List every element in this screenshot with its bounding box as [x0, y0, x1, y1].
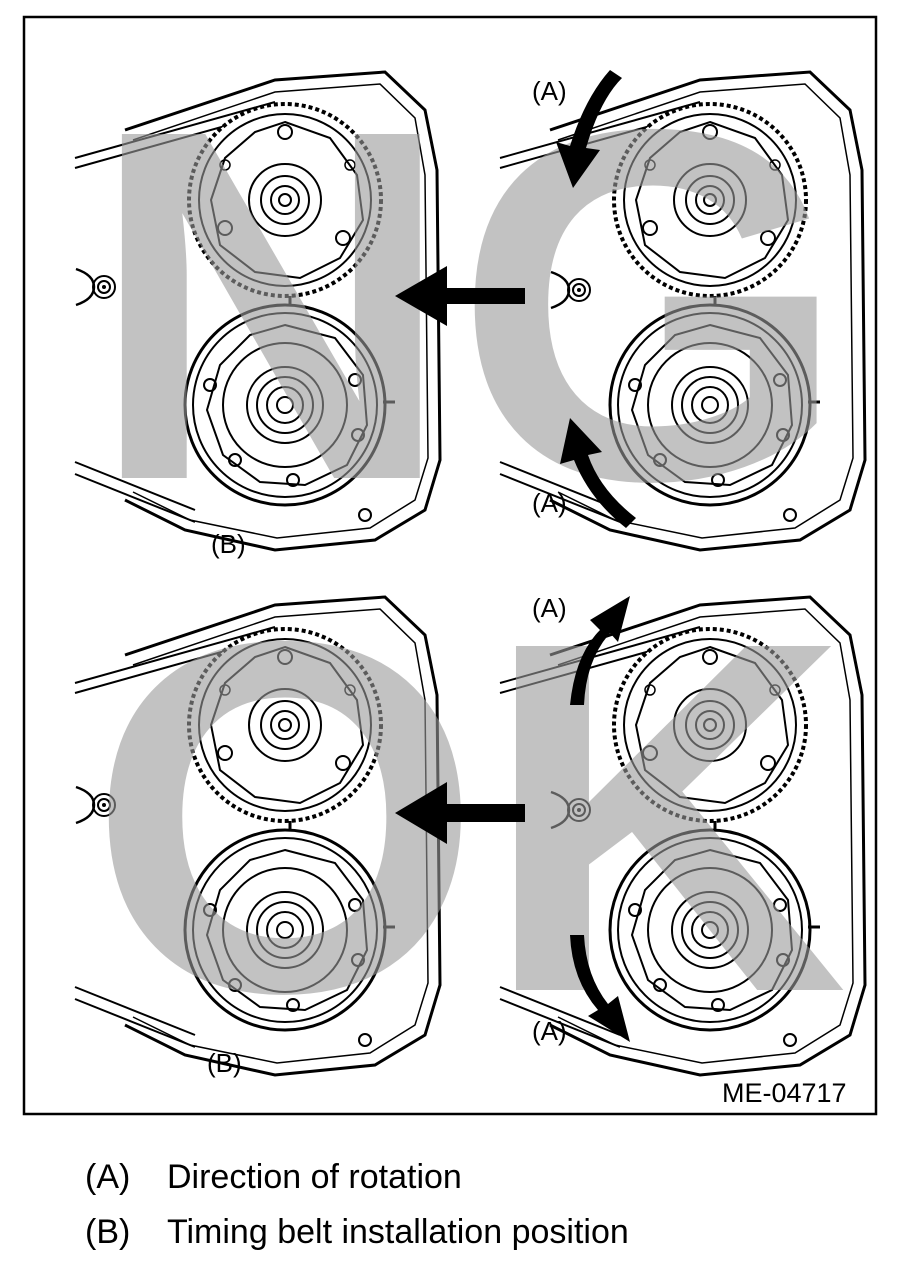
arrow-left-bottom-icon [395, 782, 525, 844]
arrow-left-top-icon [395, 266, 525, 326]
label-a-top-lower: (A) [532, 488, 567, 518]
legend-key-b: (B) [85, 1213, 131, 1251]
legend-key-a: (A) [85, 1158, 131, 1196]
label-a-bottom-lower: (A) [532, 1016, 567, 1046]
timing-belt-diagram: NG OK (A) (A) (A) (A) (B) (B) ME-04717 [22, 15, 878, 1116]
label-b-top: (B) [211, 529, 246, 559]
label-a-bottom-upper: (A) [532, 593, 567, 623]
label-a-top-upper: (A) [532, 76, 567, 106]
rotation-arrow-top-upper-icon [556, 70, 622, 188]
legend-text-b: Timing belt installation position [167, 1213, 629, 1251]
legend-item-b: (B) Timing belt installation position [85, 1212, 629, 1252]
figure-code: ME-04717 [722, 1078, 847, 1108]
legend-text-a: Direction of rotation [167, 1158, 462, 1196]
rotation-arrow-top-lower-icon [560, 418, 636, 528]
rotation-arrow-bottom-lower-icon [570, 935, 630, 1042]
label-b-bottom: (B) [207, 1048, 242, 1078]
legend-item-a: (A) Direction of rotation [85, 1157, 462, 1197]
watermark-ng: NG [88, 25, 848, 584]
rotation-arrow-bottom-upper-icon [570, 596, 630, 705]
